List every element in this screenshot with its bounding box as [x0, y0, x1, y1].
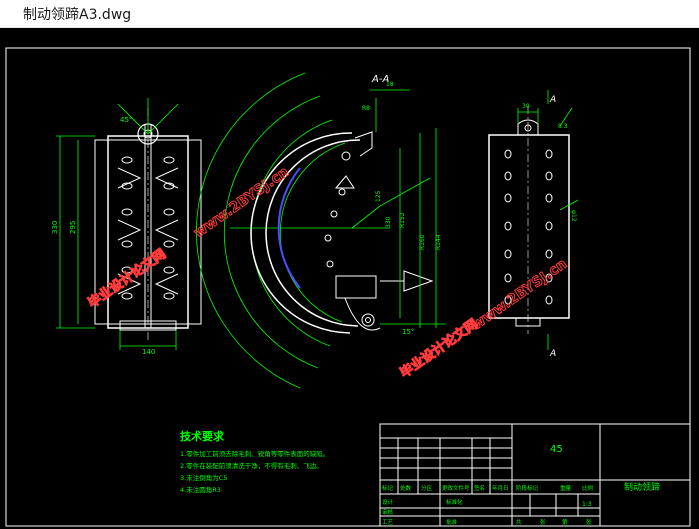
- cad-viewport[interactable]: 330 295 140 45°: [0, 28, 699, 529]
- section-dim-d2: R160: [419, 234, 426, 250]
- title-row-label-4: 签名: [474, 484, 485, 492]
- section-label: A-A: [371, 74, 389, 85]
- window-title: 制动领蹄A3.dwg: [23, 6, 132, 23]
- shoe-lining-hatch: [277, 167, 301, 289]
- front-dim-width-bottom: 140: [142, 348, 155, 356]
- front-dim-top-angle: 45°: [120, 116, 132, 124]
- watermark-text-2: 毕业设计论文网: [397, 316, 481, 381]
- section-dim-d4: R8: [362, 105, 370, 112]
- title-sheet-unit-1: 张: [540, 518, 546, 526]
- shoe-body: [250, 132, 361, 334]
- section-dim-d3: R144: [435, 234, 442, 250]
- title-standardize: 标准化: [446, 498, 463, 506]
- front-dim-height-outer: 330: [51, 221, 59, 234]
- title-material: 45: [550, 444, 563, 455]
- right-dim-top-width: 30: [522, 103, 530, 110]
- title-audit: 审核: [382, 508, 394, 516]
- section-view: A-A R152 R160 R144 R8 15° 330 125 18: [196, 72, 446, 389]
- tech-heading: 技术要求: [180, 429, 225, 443]
- right-view-label-bottom: A: [549, 349, 556, 359]
- watermark-url-2: www.2BYSJ.cn: [469, 256, 570, 333]
- title-design: 设计: [382, 498, 394, 506]
- front-dim-height-inner: 295: [69, 221, 77, 234]
- right-rivet-holes: [504, 149, 553, 305]
- title-part-name: 制动领蹄: [624, 481, 660, 493]
- tech-requirements: 技术要求 1.零件加工前须去除毛刺、锐角等零件表面的缺陷。 2.零件在装配前须清…: [180, 429, 329, 494]
- shoe-web: [324, 131, 434, 331]
- title-scale-label: 比例: [582, 484, 594, 492]
- title-sheet-total: 共: [516, 518, 522, 526]
- section-dimensions: [351, 89, 446, 328]
- front-dimensions: [56, 98, 179, 350]
- section-construction-arcs: [196, 72, 390, 389]
- tech-item-3: 3.未注倒角为C5: [180, 473, 227, 482]
- front-bottom-foot: [119, 320, 177, 331]
- title-block: 45 制动领蹄 标记 处数 分区 更改文件号 签名 年月日 设计 标准化 审核 …: [379, 423, 691, 527]
- window-titlebar: 制动领蹄A3.dwg: [0, 0, 699, 28]
- right-view-label-top: A: [549, 95, 556, 105]
- title-process: 工艺: [382, 519, 394, 526]
- tech-item-4: 4.未注圆角R3: [180, 485, 221, 494]
- right-dim-top-right: 8.3: [558, 123, 568, 130]
- title-row-label-3: 更改文件号: [442, 484, 470, 492]
- watermarks: www.2BYSJ.cn 毕业设计论文网 www.2BYSJ.cn 毕业设计论文…: [85, 163, 571, 381]
- front-web-lines: [117, 167, 179, 295]
- title-sheet-unit-2: 张: [586, 518, 592, 526]
- watermark-url-1: www.2BYSJ.cn: [191, 164, 292, 241]
- title-row-label-5: 年月日: [492, 484, 509, 492]
- section-dim-d7: 18: [386, 81, 394, 88]
- title-row-label-1: 处数: [400, 484, 412, 492]
- title-stage: 阶段标记: [516, 484, 539, 492]
- section-dim-d1: R152: [399, 212, 406, 228]
- cad-drawing[interactable]: 330 295 140 45°: [0, 28, 699, 529]
- right-dim-hole: φ12: [570, 210, 577, 222]
- tech-item-2: 2.零件在装配前须清洗干净，不得有毛刺、飞边。: [180, 461, 323, 470]
- title-scale: 1:3: [582, 501, 592, 508]
- section-dim-d6: 125: [375, 190, 382, 202]
- section-dim-d5: 330: [385, 216, 392, 228]
- section-dim-angle: 15°: [402, 328, 414, 336]
- drawing-border: [5, 47, 691, 527]
- title-sheet-index: 第: [562, 518, 568, 526]
- tech-item-1: 1.零件加工前须去除毛刺、锐角等零件表面的缺陷。: [180, 449, 329, 458]
- front-view: 330 295 140 45°: [51, 98, 202, 356]
- title-approve: 批准: [446, 518, 458, 526]
- watermark-text-1: 毕业设计论文网: [85, 246, 169, 311]
- right-view: A A 30 8.3 φ12: [488, 90, 579, 359]
- title-row-label-0: 标记: [382, 484, 394, 492]
- title-row-label-2: 分区: [421, 484, 433, 492]
- right-dimensions: [517, 90, 579, 350]
- title-weight: 重量: [560, 484, 572, 492]
